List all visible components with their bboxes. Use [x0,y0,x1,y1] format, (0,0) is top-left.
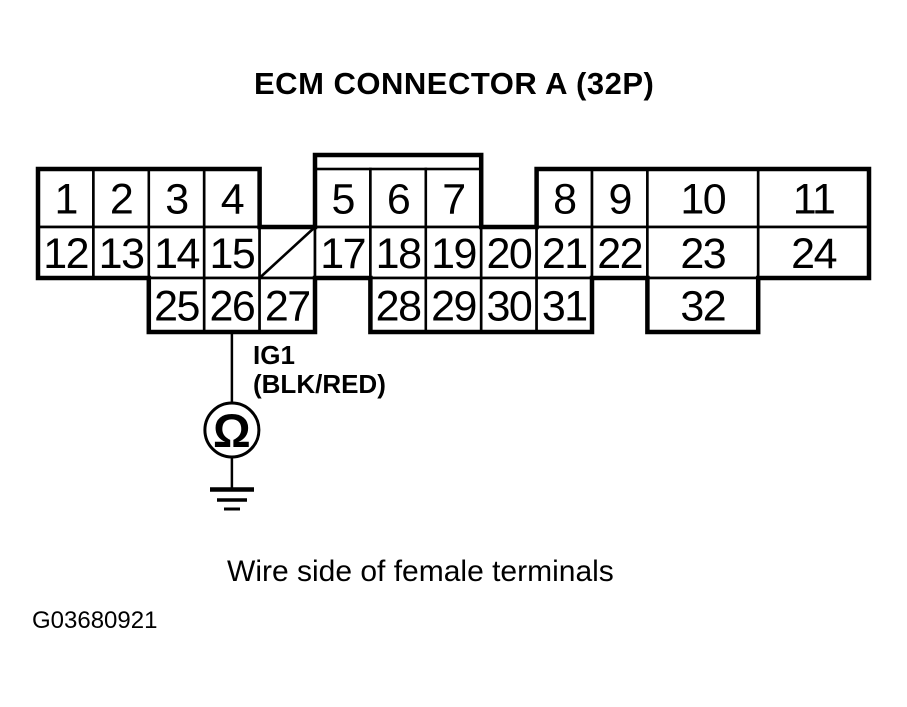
pin-cell-22 [590,225,649,280]
pin-number-20: 20 [486,230,531,278]
pin-number-4: 4 [221,176,244,224]
pin-number-32: 32 [680,283,725,331]
ohmmeter-omega-icon: Ω [213,404,251,457]
pin-number-28: 28 [376,283,421,331]
pin-number-9: 9 [608,176,630,224]
pin-number-5: 5 [331,176,354,224]
page-title: ECM CONNECTOR A (32P) [254,66,655,101]
pin-number-13: 13 [99,230,144,278]
pin-number-26: 26 [209,283,254,331]
caption: Wire side of female terminals [227,555,614,588]
empty-slot-diagonal [259,227,315,278]
pin-number-29: 29 [431,283,476,331]
pin-number-17: 17 [320,230,365,278]
pin-number-31: 31 [542,283,587,331]
pin-number-27: 27 [265,283,310,331]
pin-number-30: 30 [486,283,531,331]
pin-number-6: 6 [387,176,410,224]
pin-number-8: 8 [553,176,576,224]
pin-number-3: 3 [165,176,188,224]
pin-cell-14 [147,225,206,280]
pin-cell-19 [424,225,483,280]
pin-cell-15 [202,225,261,280]
figure-id: G03680921 [32,607,158,634]
pin-number-21: 21 [542,230,587,278]
pin-number-1: 1 [54,176,76,224]
pin-cell-27 [258,276,317,334]
pin-cell-24 [756,225,871,280]
pin-number-24: 24 [791,230,836,278]
wire-label: IG1 (BLK/RED) [253,341,386,399]
pin-number-19: 19 [431,230,476,278]
pin-cell-3 [147,167,206,229]
connector-outline [35,152,872,335]
wire-label-name: IG1 [253,340,295,370]
pin-number-2: 2 [110,176,132,224]
pin-number-12: 12 [43,230,88,278]
pin-number-25: 25 [154,283,199,331]
pin-number-22: 22 [597,230,642,278]
pin-number-18: 18 [376,230,421,278]
pin-number-7: 7 [442,176,464,224]
pin-cell-18 [369,225,428,280]
pin-cell-28 [369,276,428,334]
wire-label-color: (BLK/RED) [253,369,386,399]
pin-number-15: 15 [209,230,254,278]
pin-number-23: 23 [680,230,725,278]
pin-number-10: 10 [680,176,725,224]
pin-number-14: 14 [154,230,199,278]
pin-cell-1 [36,167,95,229]
pin-number-11: 11 [793,176,835,224]
